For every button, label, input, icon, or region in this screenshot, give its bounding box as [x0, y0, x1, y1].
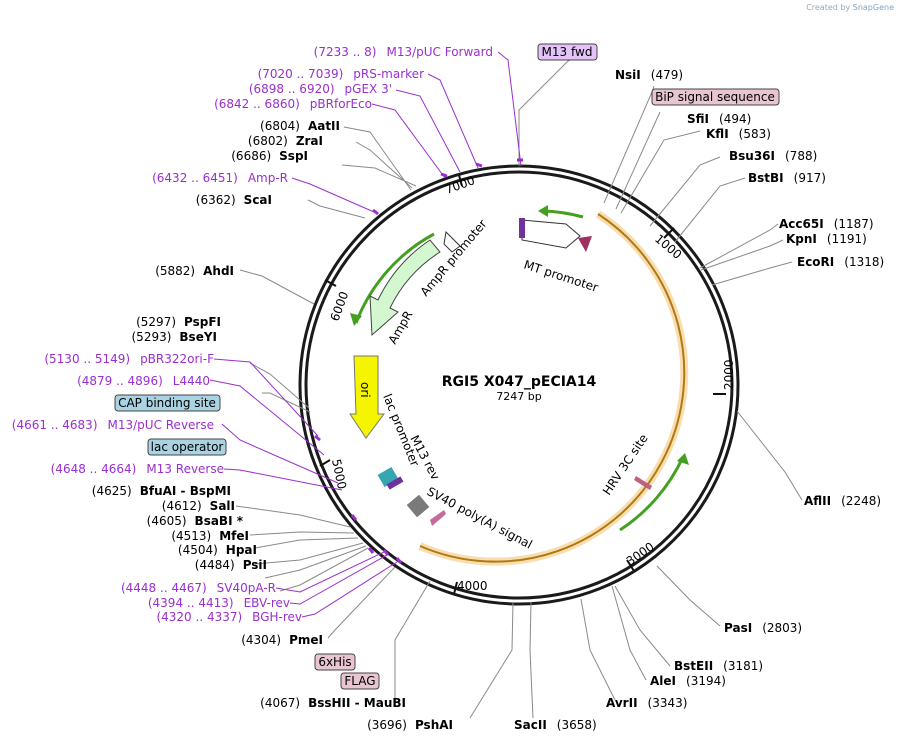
enzyme-label: (5297)PspFI [136, 315, 221, 329]
enzyme-label: KpnI(1191) [786, 232, 867, 246]
primer-label: (4394 .. 4413)EBV-rev [148, 596, 290, 610]
lac-operator-shapes [377, 466, 404, 490]
enzyme-label: (5882)AhdI [155, 264, 234, 278]
lac-op-label: lac operator [151, 440, 224, 454]
flag-label: FLAG [344, 674, 375, 688]
plasmid-name: RGI5 X047_pECIA14 [442, 374, 597, 390]
enzyme-label: (5293)BseYI [132, 330, 218, 344]
snapgene-logo: SnapGene [852, 3, 894, 12]
enzyme-label: AvrII(3343) [606, 696, 687, 710]
cds-arc [418, 210, 689, 566]
sv40-polya-box [406, 494, 430, 518]
ori-arrow [349, 355, 385, 439]
enzyme-label: (4504)HpaI [178, 543, 257, 557]
primer-label: (4320 .. 4337)BGH-rev [156, 610, 302, 624]
mt-promoter-label: MT promoter [522, 258, 600, 295]
primer-label: (5130 .. 5149)pBR322ori-F [44, 352, 214, 366]
primer-label: (7020 .. 7039)pRS-marker [258, 67, 424, 81]
sv40-polya-arrow [430, 510, 446, 526]
enzyme-labels-right: NsiI(479) SfiI(494) KflI(583) Bsu36I(788… [514, 68, 884, 732]
enzyme-label: AflII(2248) [804, 494, 881, 508]
enzyme-label: Bsu36I(788) [729, 149, 817, 163]
enzyme-label: BstEII(3181) [674, 659, 763, 673]
enzyme-label: AleI(3194) [650, 674, 726, 688]
enzyme-label: (6802)ZraI [248, 134, 323, 148]
enzyme-label: (4513)MfeI [171, 529, 249, 543]
cap-label: CAP binding site [118, 396, 216, 410]
primer-label: (6898 .. 6920)pGEX 3' [249, 82, 392, 96]
enzyme-label: (6686)SspI [231, 149, 308, 163]
bip-label: BiP signal sequence [655, 90, 775, 104]
enzyme-label: (4605)BsaBI * [147, 514, 244, 528]
leader-lines [209, 51, 803, 719]
enzyme-label: (3696)PshAI [367, 718, 453, 732]
primer-label: (6842 .. 6860)pBRforEco [214, 97, 372, 111]
enzyme-label: (6362)ScaI [196, 193, 272, 207]
his-badge: 6xHis [314, 653, 356, 671]
enzyme-label: EcoRI(1318) [797, 255, 884, 269]
tick-6000: 6000 [328, 290, 352, 323]
enzyme-label: KflI(583) [706, 127, 771, 141]
ori-label: ori [358, 382, 372, 398]
his-label: 6xHis [318, 655, 351, 669]
mt-promoter-arrow [519, 218, 592, 252]
enzyme-label: PasI(2803) [724, 621, 802, 635]
enzyme-label: NsiI(479) [615, 68, 683, 82]
credit-prefix: Created by [806, 3, 851, 12]
tick-4000: 4000 [457, 579, 488, 593]
plasmid-length: 7247 bp [496, 390, 541, 403]
enzyme-label: (4304)PmeI [241, 633, 323, 647]
tick-5000: 5000 [329, 458, 349, 491]
green-arrows [350, 205, 689, 532]
m13-fwd-badge: M13 fwd [537, 43, 598, 61]
bip-badge: BiP signal sequence [651, 88, 780, 106]
enzyme-label: SfiI(494) [687, 112, 751, 126]
primer-label: (4448 .. 4467)SV40pA-R [121, 581, 276, 595]
tick-3000: 3000 [624, 539, 657, 568]
enzyme-label: SacII(3658) [514, 718, 597, 732]
primer-marks [314, 158, 523, 564]
enzyme-label: (4484)PsiI [195, 558, 267, 572]
lac-promoter-label: lac promoter [380, 392, 422, 468]
snapgene-credit: Created by SnapGene [806, 3, 894, 12]
hrv3c-marker [634, 476, 652, 490]
primer-label: (4661 .. 4683)M13/pUC Reverse [12, 418, 214, 432]
m13-fwd-label: M13 fwd [542, 45, 593, 59]
primer-label: (4879 .. 4896)L4440 [77, 374, 210, 388]
enzyme-label: (4625)BfuAI - BspMI [92, 484, 231, 498]
enzyme-labels-left: (3696)PshAI (4067)BssHII - MauBI (4304)P… [92, 119, 453, 732]
enzyme-label: (4067)BssHII - MauBI [260, 696, 406, 710]
ampr-shapes [369, 230, 461, 337]
enzyme-label: BstBI(917) [748, 171, 826, 185]
tick-marks [319, 174, 726, 595]
flag-badge: FLAG [340, 672, 380, 690]
lac-op-badge: lac operator [147, 438, 227, 456]
tick-2000: 2000 [722, 359, 736, 390]
cap-badge: CAP binding site [114, 394, 221, 412]
enzyme-label: (4612)SalI [162, 499, 235, 513]
primer-label: (4648 .. 4664)M13 Reverse [51, 462, 224, 476]
enzyme-label: (6804)AatII [260, 119, 340, 133]
enzyme-label: Acc65I(1187) [779, 217, 874, 231]
primer-label: (7233 .. 8)M13/pUC Forward [314, 45, 493, 59]
primer-label: (6432 .. 6451)Amp-R [152, 171, 288, 185]
primer-labels: (7233 .. 8)M13/pUC Forward (7020 .. 7039… [12, 45, 493, 624]
